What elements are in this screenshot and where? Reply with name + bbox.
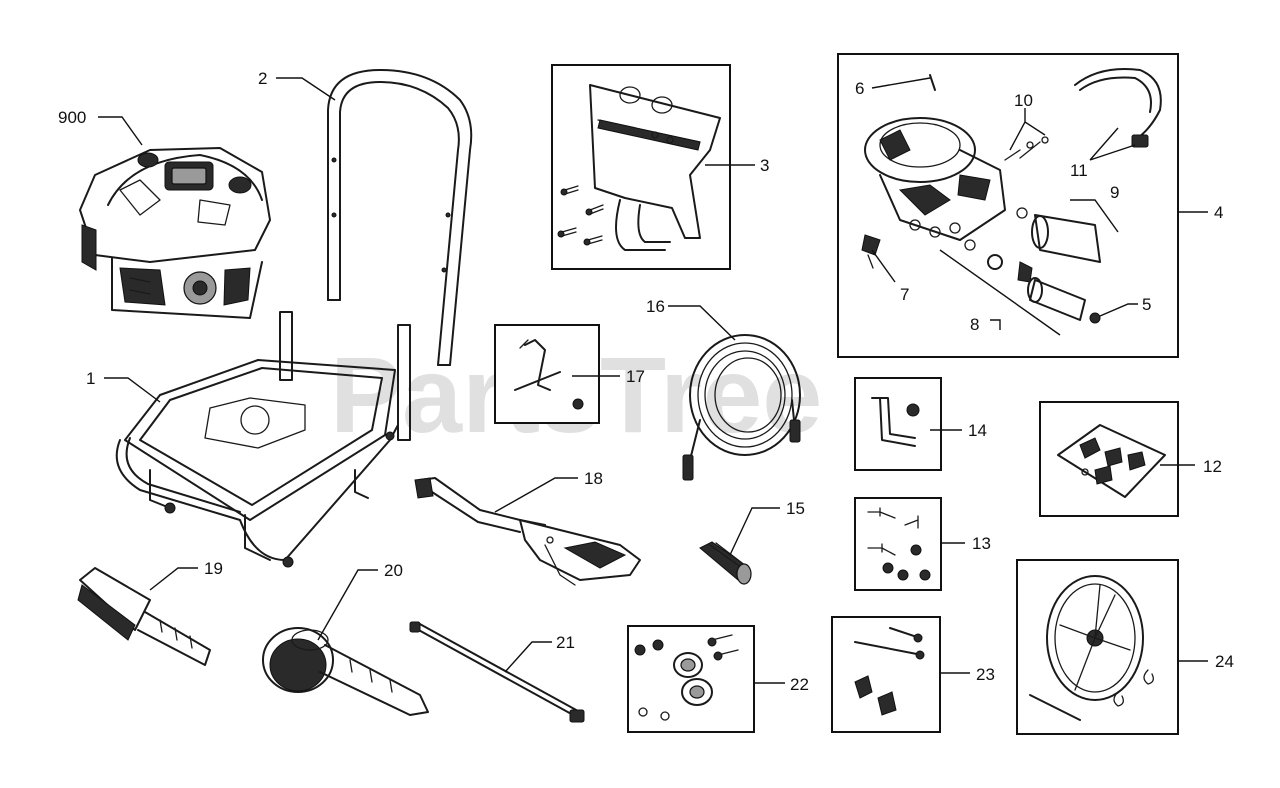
part-1-frame[interactable] bbox=[115, 311, 411, 568]
part-20-rotary-brush[interactable] bbox=[262, 627, 429, 716]
callouts: 900 1 2 3 4 5 6 7 8 9 10 11 12 13 14 15 bbox=[58, 69, 1234, 694]
part-24-wheel[interactable] bbox=[1016, 559, 1179, 735]
callout-6: 6 bbox=[855, 79, 864, 98]
callout-8: 8 bbox=[970, 315, 979, 334]
callout-20: 20 bbox=[384, 561, 403, 580]
callout-2: 2 bbox=[258, 69, 267, 88]
part-14-pin[interactable] bbox=[854, 377, 942, 471]
part-21-wand[interactable] bbox=[409, 621, 585, 723]
part-13-hardware[interactable] bbox=[854, 497, 942, 591]
callout-900: 900 bbox=[58, 108, 86, 127]
callout-24: 24 bbox=[1215, 652, 1234, 671]
part-17-clip[interactable] bbox=[494, 324, 600, 424]
callout-17: 17 bbox=[626, 367, 645, 386]
part-18-spray-gun[interactable] bbox=[414, 477, 641, 586]
callout-12: 12 bbox=[1203, 457, 1222, 476]
callout-16: 16 bbox=[646, 297, 665, 316]
part-15-nozzle[interactable] bbox=[699, 541, 752, 585]
part-22-hardware[interactable] bbox=[627, 625, 755, 733]
callout-21: 21 bbox=[556, 633, 575, 652]
callout-22: 22 bbox=[790, 675, 809, 694]
callout-15: 15 bbox=[786, 499, 805, 518]
callout-10: 10 bbox=[1014, 91, 1033, 110]
part-4-pump-assembly[interactable] bbox=[837, 53, 1179, 358]
callout-3: 3 bbox=[760, 156, 769, 175]
part-19-brush[interactable] bbox=[77, 567, 211, 666]
callout-18: 18 bbox=[584, 469, 603, 488]
callout-11: 11 bbox=[1070, 161, 1088, 180]
callout-5: 5 bbox=[1142, 295, 1151, 314]
callout-23: 23 bbox=[976, 665, 995, 684]
part-2-handle[interactable] bbox=[327, 69, 473, 366]
callout-14: 14 bbox=[968, 421, 987, 440]
callout-4: 4 bbox=[1214, 203, 1223, 222]
callout-13: 13 bbox=[972, 534, 991, 553]
part-3-bracket[interactable] bbox=[551, 64, 731, 270]
part-23-hardware[interactable] bbox=[831, 616, 941, 733]
callout-9: 9 bbox=[1110, 183, 1119, 202]
callout-19: 19 bbox=[204, 559, 223, 578]
callout-7: 7 bbox=[900, 285, 909, 304]
part-12-kit[interactable] bbox=[1039, 401, 1179, 517]
part-900-engine[interactable] bbox=[79, 147, 271, 319]
callout-1: 1 bbox=[86, 369, 95, 388]
part-16-hose[interactable] bbox=[682, 334, 801, 481]
